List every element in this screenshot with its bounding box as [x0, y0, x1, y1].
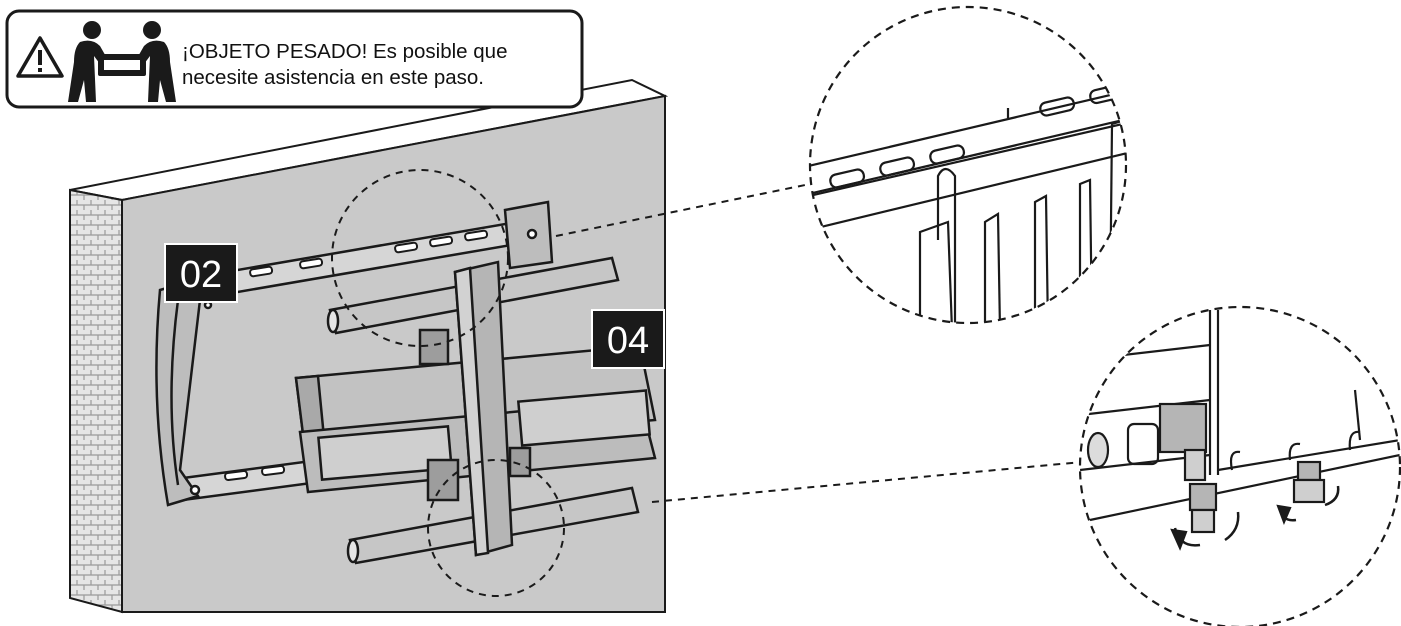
zoom-detail-screws [1078, 305, 1401, 626]
leader-line-top [555, 183, 811, 237]
detail-marker-top [331, 169, 509, 347]
warning-text-line2: necesite asistencia en este paso. [182, 66, 484, 89]
warning-text-line1: ¡OBJETO PESADO! Es posible que [182, 40, 507, 63]
detail-marker-bottom [427, 459, 565, 597]
two-person-lift-icon [68, 21, 176, 102]
warning-triangle-icon [16, 36, 64, 78]
label-02-text: 02 [180, 254, 222, 296]
tv-bracket [326, 256, 640, 565]
label-04: 04 [591, 309, 665, 369]
zoom-detail-hook [808, 5, 1128, 325]
leader-line-bottom [651, 461, 1083, 503]
wall-brick-side [69, 188, 123, 614]
label-04-text: 04 [607, 320, 649, 362]
label-02: 02 [164, 243, 238, 303]
heavy-object-warning: ¡OBJETO PESADO! Es posible que necesite … [5, 9, 584, 109]
